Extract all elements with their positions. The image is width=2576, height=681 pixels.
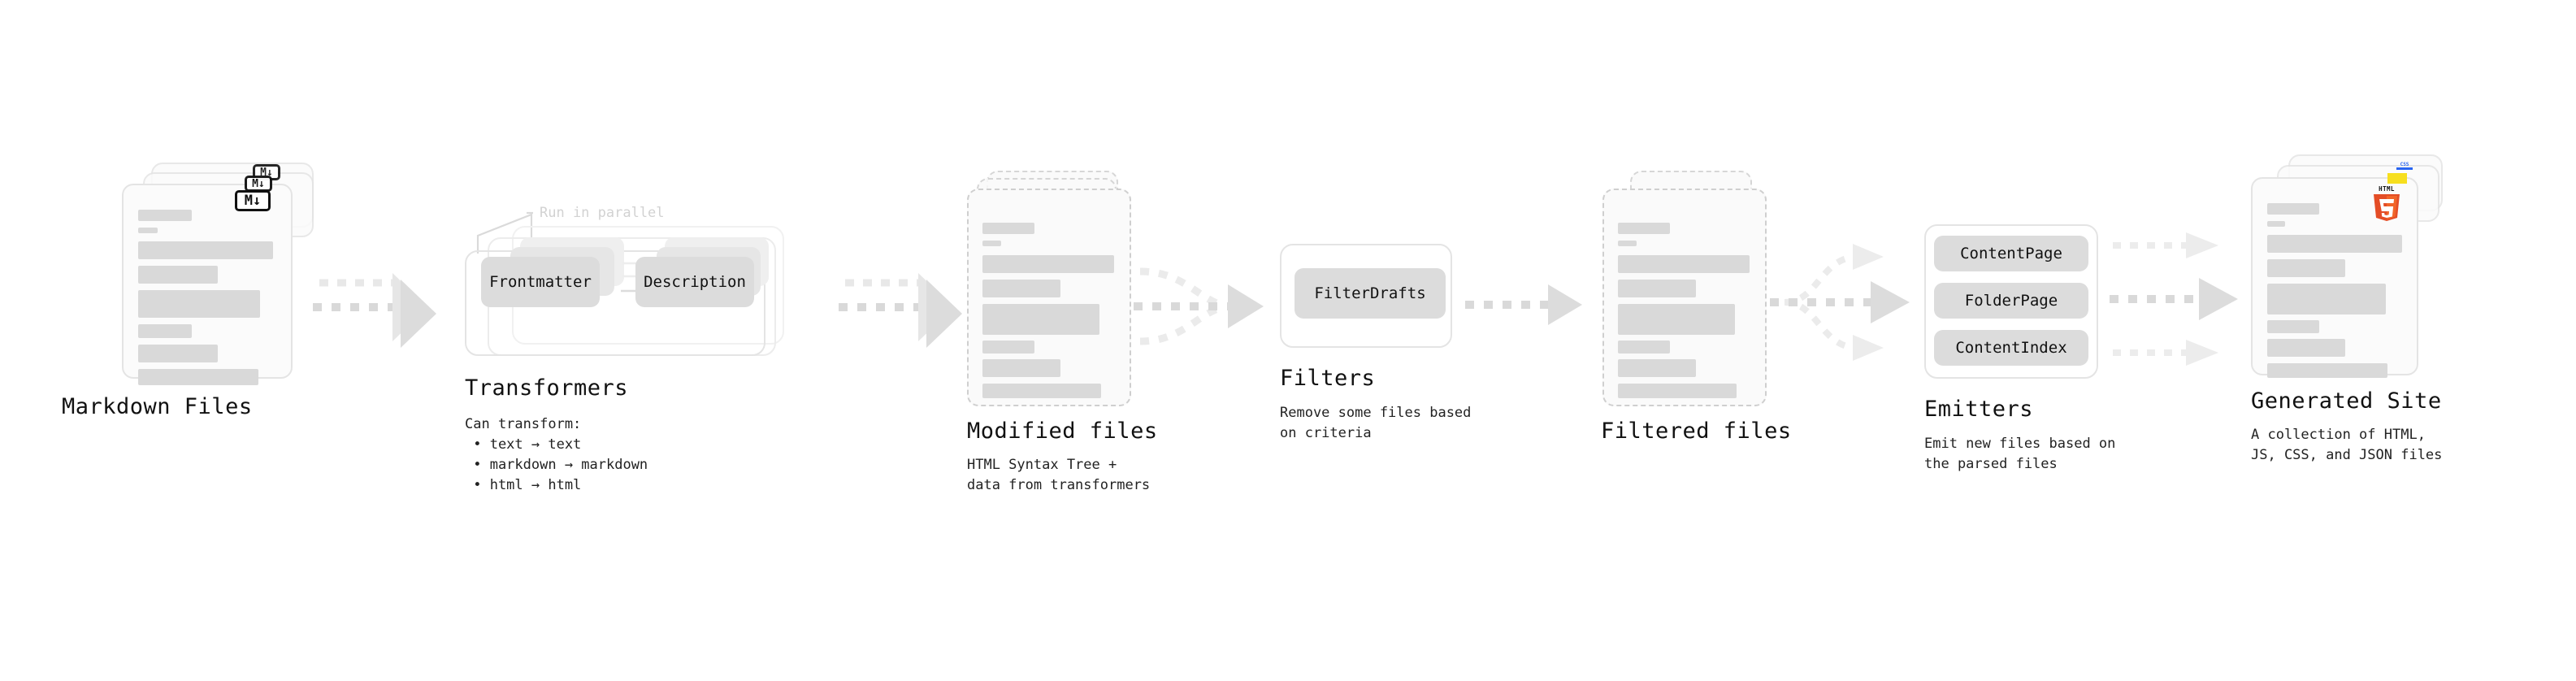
placeholder-line — [2267, 235, 2402, 253]
placeholder-line — [138, 210, 192, 221]
placeholder-line — [982, 384, 1101, 398]
placeholder-line — [1618, 280, 1696, 297]
placeholder-line — [2267, 363, 2387, 378]
placeholder-line — [1618, 255, 1750, 273]
stage-modified-files: Modified files HTML Syntax Tree + data f… — [967, 171, 1211, 512]
placeholder-line — [138, 345, 218, 362]
placeholder-line — [1618, 340, 1670, 354]
placeholder-line — [982, 304, 1099, 335]
placeholder-line — [138, 324, 192, 338]
transformer-pill-frontmatter-label: Frontmatter — [489, 273, 592, 291]
emitter-pill-folderpage-label: FolderPage — [1964, 292, 2058, 310]
modified-card-front — [967, 189, 1131, 406]
transformer-pill-description[interactable]: Description — [635, 257, 754, 307]
placeholder-line — [982, 255, 1114, 273]
stage-subtitle-transformers: Can transform: • text → text • markdown … — [465, 416, 648, 493]
placeholder-line — [982, 241, 1001, 246]
html5-icon: HTML — [2370, 184, 2404, 223]
placeholder-line — [1618, 304, 1735, 335]
emitter-pill-contentpage[interactable]: ContentPage — [1934, 236, 2088, 271]
stage-title-filtered-files: Filtered files — [1601, 419, 1792, 444]
placeholder-line — [138, 290, 260, 318]
emitter-pill-contentpage-label: ContentPage — [1960, 245, 2062, 262]
placeholder-line — [138, 241, 273, 259]
stage-title-emitters: Emitters — [1924, 397, 2034, 422]
stage-title-generated-site: Generated Site — [2251, 388, 2442, 414]
placeholder-line — [138, 228, 158, 233]
placeholder-line — [2267, 203, 2319, 215]
placeholder-line — [982, 359, 1060, 377]
stage-title-modified-files: Modified files — [967, 419, 1158, 444]
placeholder-line — [1618, 359, 1696, 377]
placeholder-line — [2267, 259, 2345, 277]
placeholder-line — [982, 223, 1034, 234]
markdown-icon-glyph-back1: M↓ — [252, 177, 265, 190]
stage-generated-site: CSS HTML Generated Site A collection of … — [2251, 154, 2519, 512]
stage-transformers: Run in parallel Frontmatter Description … — [452, 195, 842, 504]
connector-transformers-to-modified — [830, 268, 977, 358]
connector-markdown-to-transformers — [305, 268, 451, 358]
filter-pill-filterdrafts[interactable]: FilterDrafts — [1295, 268, 1446, 319]
placeholder-line — [138, 369, 258, 385]
markdown-icon-back-1: M↓ — [245, 176, 272, 192]
connector-modified-to-filters — [1134, 260, 1296, 366]
css-icon: CSS — [2396, 159, 2413, 172]
placeholder-line — [2267, 320, 2319, 333]
stage-emitters: ContentPage FolderPage ContentIndex Emit… — [1924, 224, 2184, 501]
placeholder-line — [1618, 223, 1670, 234]
placeholder-line — [982, 280, 1060, 297]
placeholder-line — [2267, 221, 2285, 227]
emitter-pill-folderpage[interactable]: FolderPage — [1934, 283, 2088, 319]
placeholder-line — [2267, 284, 2386, 314]
stage-subtitle-filters: Remove some files based on criteria — [1280, 405, 1472, 441]
placeholder-line — [138, 266, 218, 284]
connector-emitters-to-site — [2110, 229, 2264, 375]
emitter-pill-contentindex[interactable]: ContentIndex — [1934, 330, 2088, 366]
placeholder-line — [2267, 339, 2345, 357]
emitter-pill-contentindex-label: ContentIndex — [1955, 339, 2067, 357]
placeholder-line — [982, 340, 1034, 354]
stage-subtitle-modified-files: HTML Syntax Tree + data from transformer… — [967, 457, 1151, 493]
markdown-icon: M↓ — [235, 190, 271, 211]
stage-title-transformers: Transformers — [465, 375, 629, 401]
stage-title-filters: Filters — [1280, 366, 1376, 391]
transformer-pill-frontmatter[interactable]: Frontmatter — [481, 257, 600, 307]
stage-title-markdown-files: Markdown Files — [62, 394, 253, 419]
markdown-icon-glyph-back2: M↓ — [260, 166, 273, 179]
filter-pill-filterdrafts-label: FilterDrafts — [1314, 284, 1426, 302]
svg-text:HTML: HTML — [2379, 185, 2395, 193]
stage-subtitle-generated-site: A collection of HTML, JS, CSS, and JSON … — [2251, 427, 2443, 463]
stage-markdown-files: M↓ M↓ M↓ Markdown Files — [62, 163, 366, 504]
js-icon — [2387, 171, 2407, 185]
stage-filtered-files: Filtered files — [1601, 171, 1846, 512]
markdown-icon-glyph: M↓ — [244, 193, 262, 209]
svg-text:CSS: CSS — [2400, 162, 2409, 167]
placeholder-line — [1618, 384, 1737, 398]
markdown-card-front — [122, 184, 293, 385]
filtered-card-front — [1602, 189, 1767, 406]
stage-subtitle-emitters: Emit new files based on the parsed files — [1924, 436, 2116, 472]
stage-filters: FilterDrafts Filters Remove some files b… — [1280, 244, 1524, 504]
run-in-parallel-label: Run in parallel — [540, 205, 665, 221]
connector-filters-to-filtered — [1460, 276, 1598, 333]
placeholder-line — [1618, 241, 1637, 246]
connector-filtered-to-emitters — [1770, 236, 1932, 374]
transformer-pill-description-label: Description — [644, 273, 746, 291]
